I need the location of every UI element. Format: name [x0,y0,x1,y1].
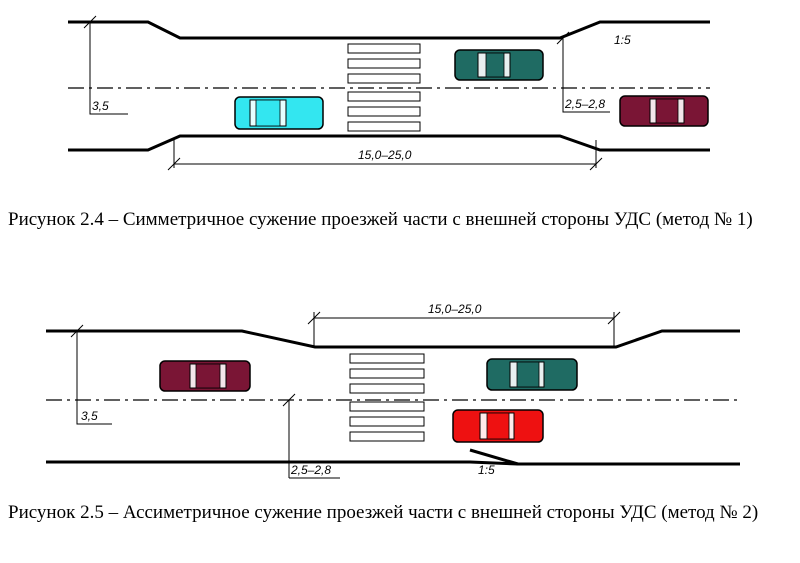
dim-lane-width [70,324,112,425]
crosswalk [349,353,425,442]
crosswalk [347,43,421,132]
road-edge-top [68,20,710,40]
dim-lane-width-label: 3,5 [92,99,109,113]
car-teal [486,358,578,391]
dim-taper-label: 1:5 [614,33,631,47]
dim-length-label: 15,0–25,0 [358,148,412,162]
dim-length-label: 15,0–25,0 [428,302,482,316]
dim-lane-width [83,15,128,115]
dim-narrowed [556,31,610,113]
car-cyan [234,96,324,130]
dim-narrowed-label: 2,5–2,8 [564,97,605,111]
car-maroon [159,360,251,392]
road-edge-top [46,329,740,349]
car-red [452,409,544,443]
figure-1-road: 3,5 2,5–2,8 1:5 15,0–25,0 [68,15,710,171]
figure-2-road: 3,5 2,5–2,8 1:5 15,0–25,0 [46,302,740,479]
car-maroon [619,95,709,127]
figure-1-caption: Рисунок 2.4 – Симметричное сужение проез… [8,209,753,230]
road-edge-bottom [68,134,710,152]
dim-length [167,140,603,171]
dim-narrowed-label: 2,5–2,8 [290,463,331,477]
car-teal [454,49,544,81]
dim-length [307,311,621,347]
dim-taper-label: 1:5 [478,463,495,477]
dim-narrowed [282,393,340,479]
road-edge-bottom [46,460,740,466]
dim-lane-width-label: 3,5 [81,409,98,423]
figure-2-caption: Рисунок 2.5 – Ассиметричное сужение прое… [8,502,759,523]
road-taper-bottom [469,448,519,466]
